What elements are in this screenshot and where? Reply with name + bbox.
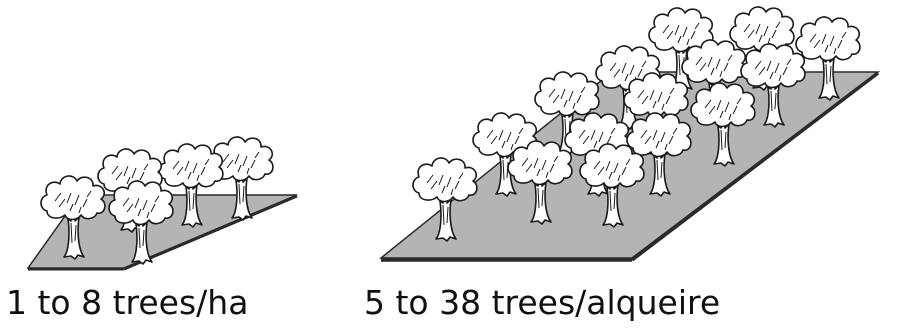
- low-density-plot: [26, 136, 298, 271]
- high-density-plot: [378, 6, 881, 262]
- low-density-caption: 1 to 8 trees/ha: [6, 283, 249, 322]
- high-density-caption: 5 to 38 trees/alqueire: [364, 283, 721, 322]
